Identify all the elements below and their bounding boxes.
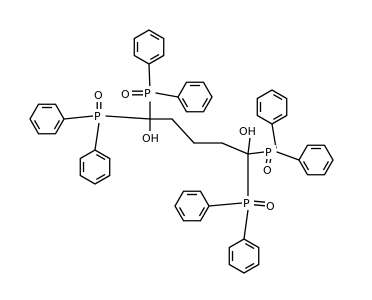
ring-outline [256,89,288,125]
aromatic-bond [178,207,186,217]
phenyl-ring [177,81,213,113]
ring-outline [79,149,111,185]
oxygen-label: O [94,89,103,102]
p-right-ring2-bond [276,151,300,161]
bond-lines [63,63,300,240]
phenyl-rings [29,29,334,274]
phosphorus-label: P [94,110,101,123]
aromatic-bond [53,120,61,130]
aromatic-bond [150,33,160,41]
aromatic-bond [245,242,255,250]
aromatic-bond [322,161,330,171]
p-bottom-ring-bond [208,202,243,207]
phosphorus-label: P [265,146,272,159]
oxygen-label: O [266,200,275,213]
aromatic-bond [96,153,106,161]
p-right-ring-bond [271,123,277,149]
phosphorus-label: P [243,197,250,210]
oxygen-label: O [263,164,272,177]
p-bottom-ring2-bond [243,209,249,240]
phenyl-ring [133,29,165,65]
c6-oh-bond [247,137,251,155]
chain-bond [221,142,249,155]
aromatic-bond [96,173,106,181]
phenyl-ring [79,149,111,185]
c6-p-right-bond [247,151,265,155]
aromatic-bond [181,98,189,108]
aromatic-bond [198,207,206,217]
phenyl-ring [298,144,334,176]
phosphorus-label: P [144,87,151,100]
p-left-ring-bond [63,115,94,120]
ring-outline [228,238,260,274]
ring-outline [298,144,334,176]
aromatic-bond [302,161,310,171]
p-o-double-bond [253,200,266,203]
aromatic-bond [245,262,255,270]
phenyl-ring [174,190,210,222]
ring-outline [174,190,210,222]
ring-outline [29,103,65,135]
phenyl-ring [256,89,288,125]
c1-p-left-bond [105,115,151,120]
atom-labels: O P O P OH OH P O P O [93,86,277,213]
phenyl-ring [228,238,260,274]
aromatic-bond [201,98,209,108]
chain-bond [171,118,195,144]
aromatic-bond [33,120,41,130]
ring-outline [133,29,165,65]
p-left-ring2-bond [94,122,100,151]
oxygen-label: O [121,88,130,101]
hydroxyl-label: OH [142,132,159,145]
p-top-ring2-bond [155,92,179,98]
p-o-double-bond [253,204,266,207]
aromatic-bond [273,93,283,101]
phenyl-ring [29,103,65,135]
aromatic-bond [273,113,283,121]
aromatic-bond [150,53,160,61]
hydroxyl-label: OH [239,125,256,138]
ring-outline [177,81,213,113]
